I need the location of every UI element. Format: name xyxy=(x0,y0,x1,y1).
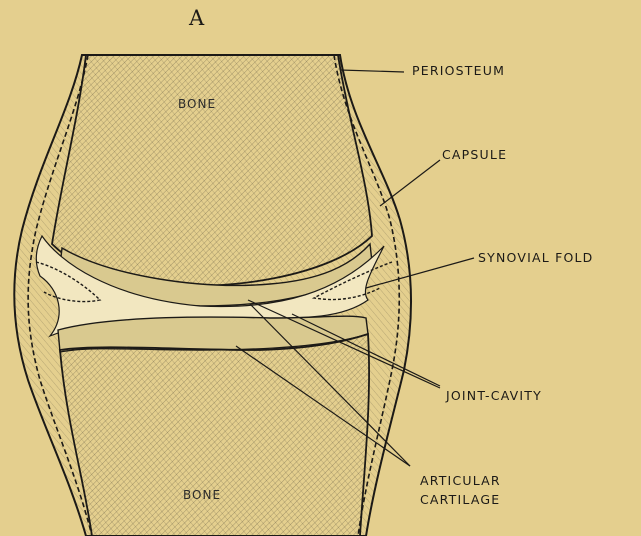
upper-bone xyxy=(52,55,372,286)
periosteum-leader xyxy=(340,70,404,72)
label-joint-cavity: JOINT-CAVITY xyxy=(446,388,542,403)
figure-label: A xyxy=(189,6,204,30)
capsule-leader xyxy=(380,160,440,206)
label-articular-line1: ARTICULAR xyxy=(420,473,501,488)
label-periosteum: PERIOSTEUM xyxy=(412,63,505,78)
label-bone-upper: BONE xyxy=(178,97,216,111)
label-bone-lower: BONE xyxy=(183,488,221,502)
lower-bone xyxy=(60,334,369,536)
label-articular-line2: CARTILAGE xyxy=(420,492,500,507)
label-capsule: CAPSULE xyxy=(442,147,507,162)
label-synovial-fold: SYNOVIAL FOLD xyxy=(478,250,593,265)
